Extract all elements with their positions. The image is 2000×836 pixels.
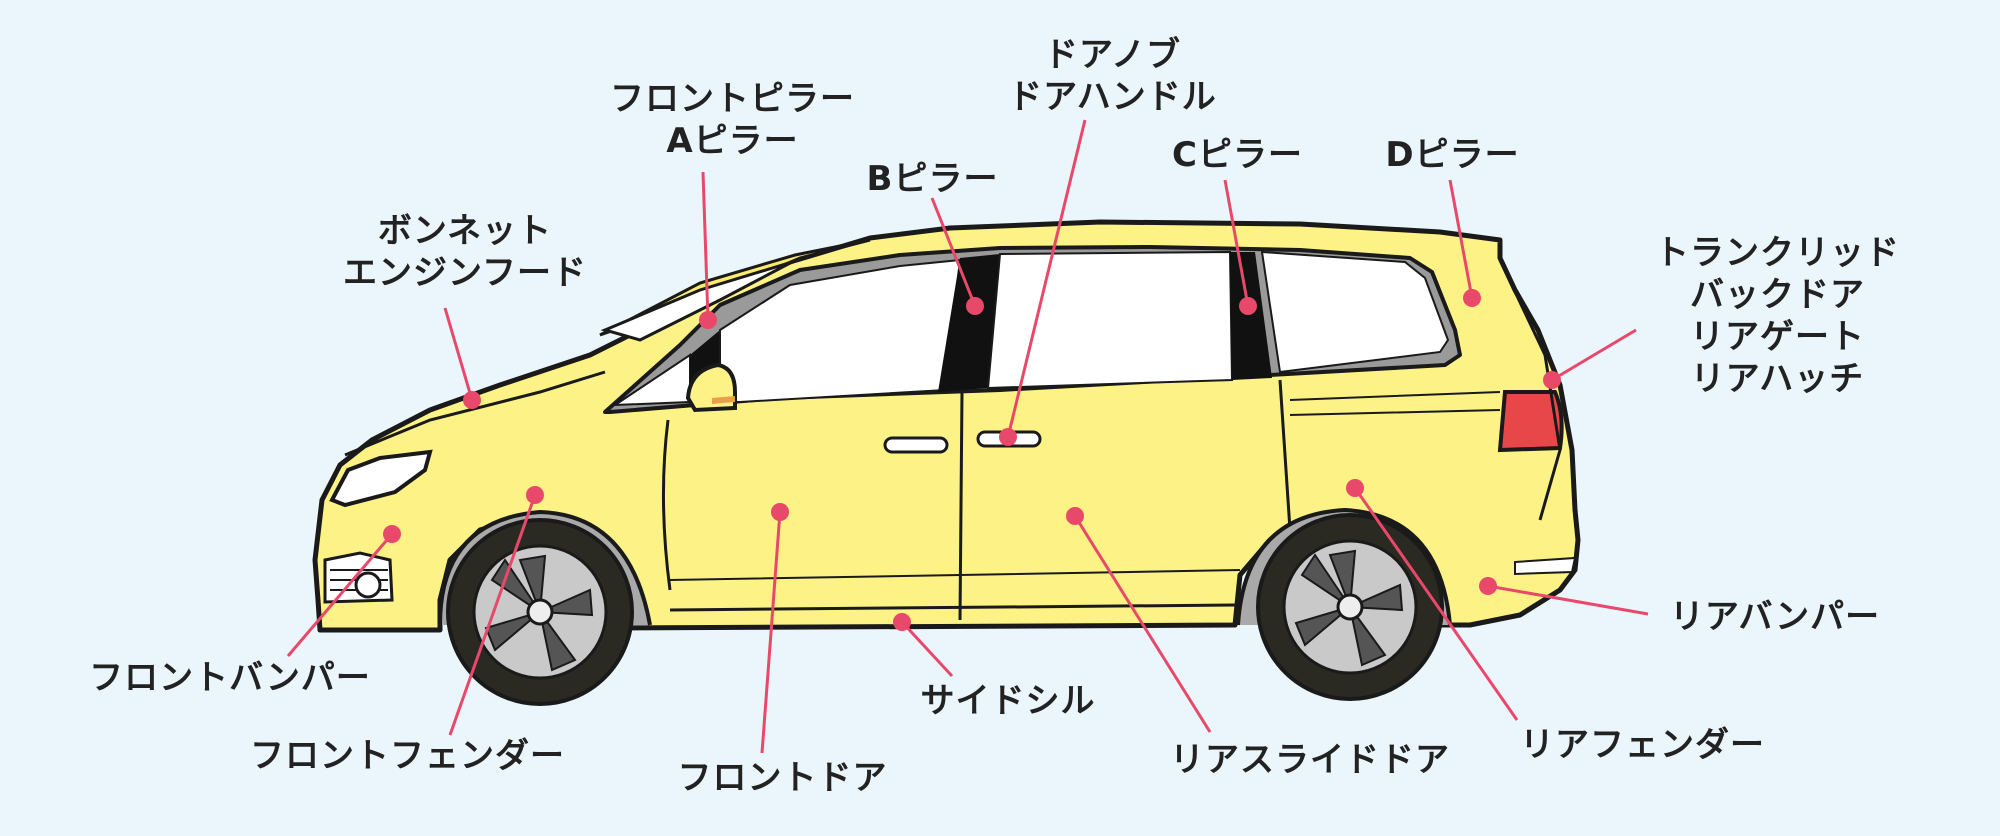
leader-c-pillar <box>1223 179 1250 307</box>
leader-rear-bumper <box>1487 584 1649 616</box>
leader-front-door <box>760 511 782 754</box>
leader-rear-slide-door <box>1073 515 1212 733</box>
leader-b-pillar <box>930 197 977 307</box>
label-hood: ボンネット エンジンフード <box>343 211 587 293</box>
leader-trunk-lid <box>1551 328 1637 382</box>
label-c-pillar: Cピラー <box>1172 135 1303 175</box>
sill-line <box>669 603 1236 612</box>
label-b-pillar: Bピラー <box>866 159 999 199</box>
dot-trunk-lid <box>1543 371 1561 389</box>
front-hub <box>526 598 554 626</box>
label-rear-slide-door: リアスライドドア <box>1170 740 1450 780</box>
label-front-fender: フロントフェンダー <box>250 736 565 776</box>
label-rear-fender: リアフェンダー <box>1520 725 1765 765</box>
leader-dots <box>383 289 1561 631</box>
dot-front-door <box>771 503 789 521</box>
c-pillar-shape <box>1230 252 1272 380</box>
dot-b-pillar <box>966 297 984 315</box>
front-door-handle <box>883 436 949 454</box>
dot-front-bumper <box>383 525 401 543</box>
leader-door-handle <box>1006 119 1087 438</box>
headlight <box>329 449 433 508</box>
label-a-pillar: フロントピラー Aピラー <box>610 79 855 161</box>
rear-side-line <box>1289 391 1501 416</box>
hood-line <box>344 370 606 457</box>
dot-rear-bumper <box>1479 577 1497 595</box>
leader-rear-fender <box>1353 487 1519 721</box>
label-trunk-lid: トランクリッド バックドア リアゲート リアハッチ <box>1655 233 1900 399</box>
mirror-indicator <box>712 396 735 404</box>
dot-c-pillar <box>1239 297 1257 315</box>
leader-side-sill <box>900 620 954 678</box>
label-side-sill: サイドシル <box>920 681 1096 721</box>
label-rear-bumper: リアバンパー <box>1669 597 1881 637</box>
label-front-door: フロントドア <box>677 758 888 798</box>
dot-a-pillar <box>699 311 717 329</box>
body-character-line <box>669 569 1241 581</box>
rear-door-edge <box>1278 379 1292 531</box>
leader-lines <box>286 119 1649 754</box>
rear-reflector <box>1514 556 1577 576</box>
leader-hood <box>443 307 474 401</box>
leader-front-fender <box>448 494 537 736</box>
door-split-line <box>958 391 964 621</box>
b-pillar-shape <box>938 254 1000 392</box>
leader-front-bumper <box>286 533 394 657</box>
dot-rear-fender <box>1346 479 1364 497</box>
dot-d-pillar <box>1463 289 1481 307</box>
leader-d-pillar <box>1448 179 1474 299</box>
dot-front-fender <box>526 486 544 504</box>
leader-a-pillar <box>701 171 710 321</box>
rear-hub <box>1336 593 1364 621</box>
rear-hatch-line <box>1498 259 1562 521</box>
windshield <box>600 260 793 342</box>
dot-door-handle <box>999 428 1017 446</box>
dot-rear-slide-door <box>1066 507 1084 525</box>
dot-side-sill <box>893 613 911 631</box>
label-d-pillar: Dピラー <box>1385 135 1520 175</box>
label-front-bumper: フロントバンパー <box>89 658 371 698</box>
dot-hood <box>463 391 481 409</box>
fog-light <box>354 571 382 599</box>
front-door-edge <box>661 419 672 591</box>
rear-quarter-window <box>1260 250 1450 374</box>
label-door-handle: ドアノブ ドアハンドル <box>1008 35 1217 117</box>
